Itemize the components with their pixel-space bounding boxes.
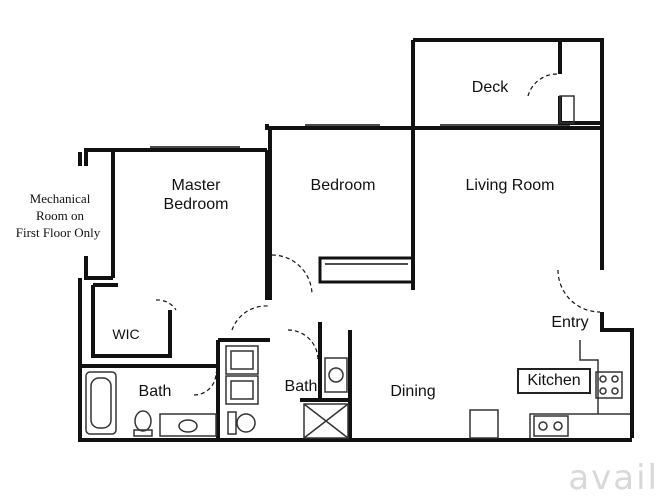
label-mechanical-1: Mechanical [29, 191, 91, 206]
door-swings [155, 73, 601, 396]
toilet-left [134, 410, 152, 432]
windows [150, 124, 570, 265]
stove [595, 371, 623, 399]
label-bedroom: Bedroom [310, 177, 376, 194]
label-living-room: Living Room [465, 177, 555, 194]
label-kitchen: Kitchen [517, 368, 591, 394]
deck-walls [411, 38, 604, 128]
bedroom-walls [265, 124, 415, 300]
dryer-door [230, 380, 254, 400]
toilet-tank-center [227, 411, 237, 435]
sink-bowl-2 [553, 421, 563, 431]
bathtub-inner [90, 377, 112, 429]
sink-bowl-1 [538, 421, 548, 431]
label-dining: Dining [390, 383, 436, 400]
watermark-logo: avail [568, 458, 659, 498]
toilet-tank-left [133, 429, 153, 437]
sink-center [328, 367, 344, 383]
kitchen-sink [533, 415, 569, 437]
vanity-left [159, 413, 217, 437]
label-mechanical-2: Room on [35, 208, 85, 223]
vanity-center [324, 357, 348, 393]
label-bath-left: Bath [138, 383, 172, 400]
center-bath-walls [216, 322, 352, 440]
burner-3 [599, 387, 607, 395]
burner-4 [611, 387, 619, 395]
door-entry [557, 269, 601, 313]
door-bedroom [271, 254, 313, 296]
living-room-walls [413, 126, 634, 438]
deck-post [559, 95, 575, 124]
sink-left [178, 419, 198, 433]
shower-cross [303, 403, 349, 439]
label-entry: Entry [551, 314, 589, 331]
burner-1 [599, 375, 607, 383]
label-bath-center: Bath [284, 378, 318, 395]
burner-2 [611, 375, 619, 383]
door-bath-center [287, 329, 319, 361]
label-deck: Deck [471, 79, 509, 96]
kitchen-counter [529, 340, 630, 438]
master-bedroom-walls [111, 148, 269, 300]
fixtures [85, 95, 630, 439]
label-wic: WIC [112, 326, 140, 342]
bedroom-closet [318, 256, 415, 284]
washer-door [230, 350, 254, 370]
label-master-bedroom: Master Bedroom [163, 177, 229, 213]
door-master [231, 305, 269, 331]
label-mechanical-3: First Floor Only [15, 225, 101, 240]
mechanical-room-walls [78, 148, 113, 280]
door-wic [155, 299, 177, 311]
washer [225, 345, 259, 375]
door-bath-left [193, 371, 217, 396]
wic-walls [91, 283, 172, 358]
dryer [225, 375, 259, 405]
walls [78, 38, 634, 442]
bathtub [85, 371, 117, 435]
fridge [469, 409, 499, 439]
toilet-center [236, 413, 256, 433]
door-deck [527, 73, 559, 97]
shower [303, 403, 349, 439]
